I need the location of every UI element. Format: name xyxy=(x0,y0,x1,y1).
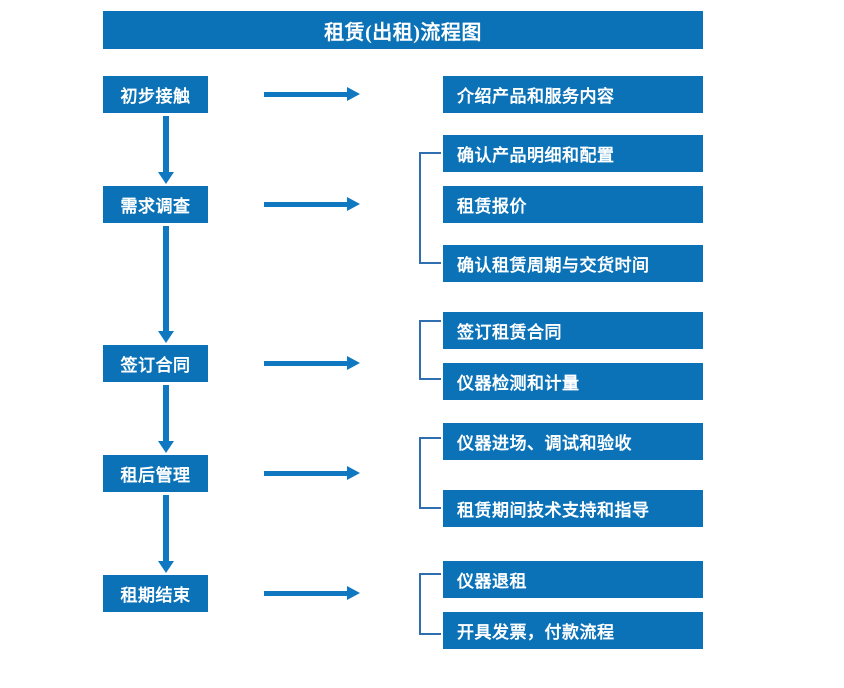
stage-box-post-rental-management[interactable]: 租后管理 xyxy=(103,455,208,492)
arrow-head xyxy=(158,441,174,453)
right-arrow-end-of-rental xyxy=(264,586,362,600)
detail-box-confirm-period-delivery[interactable]: 确认租赁周期与交货时间 xyxy=(443,245,703,282)
arrow-shaft xyxy=(264,202,348,207)
detail-box-invoice-payment[interactable]: 开具发票，付款流程 xyxy=(443,612,703,649)
arrow-shaft xyxy=(163,116,169,172)
down-arrow-contract-to-postrental xyxy=(158,385,174,453)
bracket-post-rental-group xyxy=(419,437,441,509)
right-arrow-requirement-survey xyxy=(264,197,362,211)
detail-box-instrument-return[interactable]: 仪器退租 xyxy=(443,561,703,598)
detail-box-technical-support[interactable]: 租赁期间技术支持和指导 xyxy=(443,490,703,527)
arrow-head xyxy=(347,466,360,480)
detail-box-confirm-product-details[interactable]: 确认产品明细和配置 xyxy=(443,135,703,172)
arrow-shaft xyxy=(163,495,169,561)
stage-box-sign-contract[interactable]: 签订合同 xyxy=(103,345,208,382)
detail-box-instrument-onsite-commissioning[interactable]: 仪器进场、调试和验收 xyxy=(443,423,703,460)
bracket-end-of-term-group xyxy=(419,573,441,635)
down-arrow-survey-to-contract xyxy=(158,226,174,343)
arrow-head xyxy=(347,356,360,370)
right-arrow-initial-contact xyxy=(264,87,362,101)
right-arrow-sign-contract xyxy=(264,356,362,370)
arrow-shaft xyxy=(264,471,348,476)
detail-box-sign-rental-contract[interactable]: 签订租赁合同 xyxy=(443,312,703,349)
stage-box-requirement-survey[interactable]: 需求调查 xyxy=(103,186,208,223)
arrow-head xyxy=(347,197,360,211)
arrow-shaft xyxy=(163,226,169,331)
arrow-shaft xyxy=(264,92,348,97)
arrow-shaft xyxy=(163,385,169,441)
arrow-head xyxy=(347,586,360,600)
detail-box-rental-quotation[interactable]: 租赁报价 xyxy=(443,186,703,223)
stage-box-initial-contact[interactable]: 初步接触 xyxy=(103,76,208,113)
bracket-contract-group xyxy=(419,320,441,380)
detail-box-introduce-products[interactable]: 介绍产品和服务内容 xyxy=(443,76,703,113)
arrow-head xyxy=(158,331,174,343)
arrow-head xyxy=(158,561,174,573)
detail-box-instrument-inspection[interactable]: 仪器检测和计量 xyxy=(443,363,703,400)
arrow-shaft xyxy=(264,361,348,366)
right-arrow-post-rental xyxy=(264,466,362,480)
arrow-head xyxy=(347,87,360,101)
stage-box-end-of-rental[interactable]: 租期结束 xyxy=(103,575,208,612)
arrow-head xyxy=(158,172,174,184)
down-arrow-contact-to-survey xyxy=(158,116,174,184)
arrow-shaft xyxy=(264,591,348,596)
bracket-requirement-group xyxy=(419,152,441,264)
diagram-title: 租赁(出租)流程图 xyxy=(103,11,703,49)
down-arrow-postrental-to-end xyxy=(158,495,174,573)
